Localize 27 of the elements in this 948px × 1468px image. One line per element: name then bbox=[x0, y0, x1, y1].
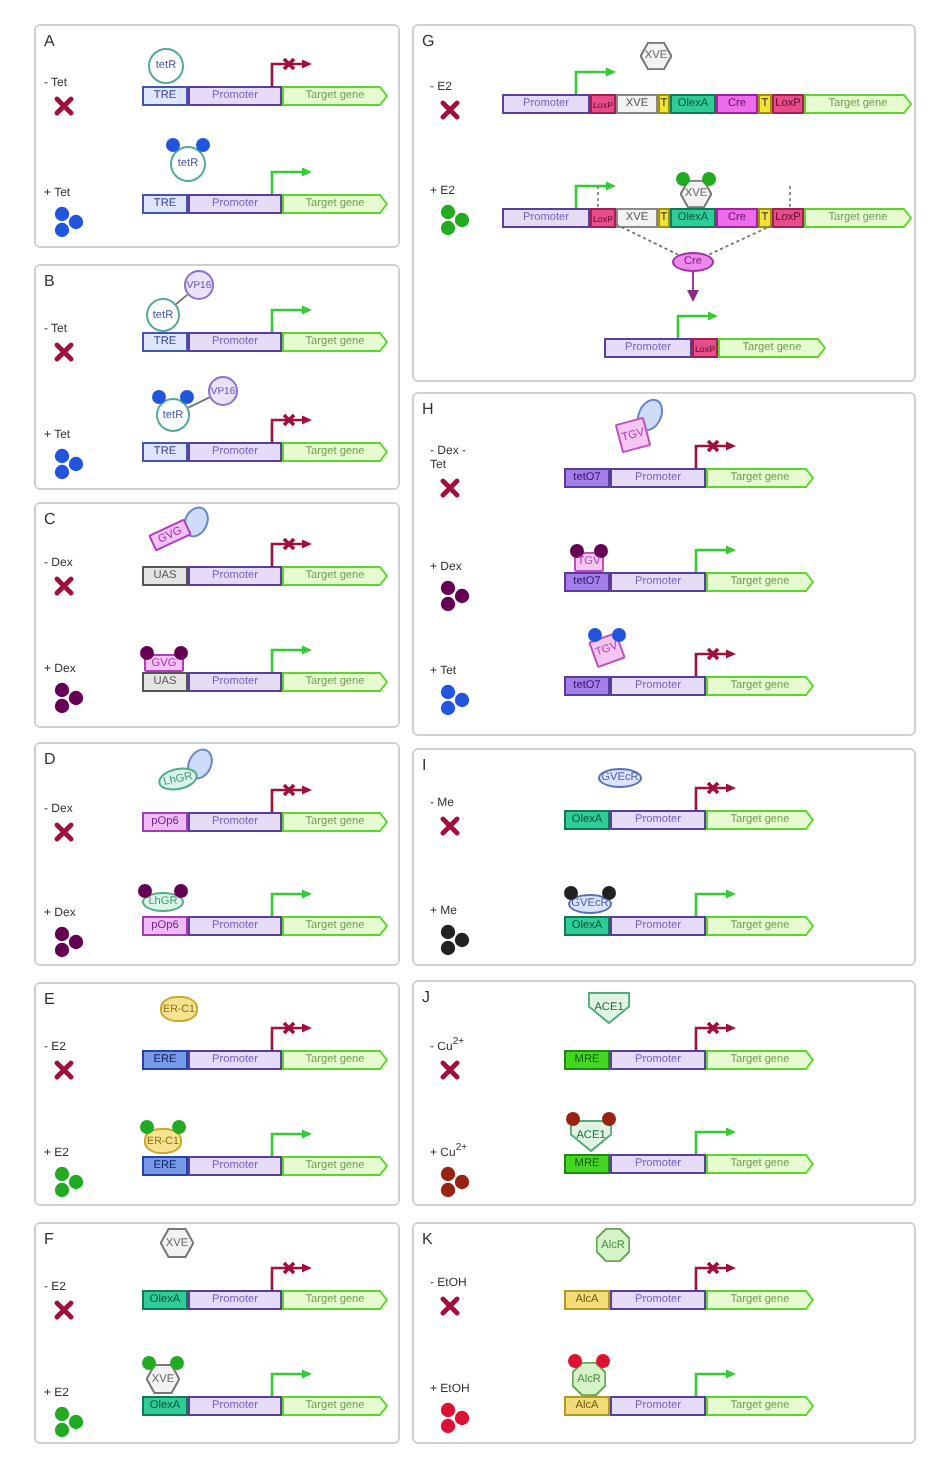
panel-letter: I bbox=[422, 756, 427, 774]
panel bbox=[412, 1222, 916, 1444]
panel bbox=[34, 24, 400, 248]
panel bbox=[34, 264, 400, 490]
panel-letter: H bbox=[422, 400, 434, 418]
dotted-line bbox=[615, 223, 680, 256]
panel-letter: A bbox=[44, 32, 55, 50]
connector-line bbox=[175, 293, 189, 306]
panel bbox=[34, 1222, 400, 1444]
connector-line bbox=[187, 396, 211, 409]
arrow bbox=[687, 271, 699, 302]
panel-letter: J bbox=[422, 988, 430, 1006]
panel-letter: G bbox=[422, 32, 435, 50]
panel bbox=[412, 748, 916, 966]
panel bbox=[412, 24, 916, 382]
panel bbox=[34, 502, 400, 728]
panel-letter: F bbox=[44, 1230, 54, 1248]
panel-letter: D bbox=[44, 750, 56, 768]
panel-letter: E bbox=[44, 990, 55, 1008]
panel-letter: K bbox=[422, 1230, 433, 1248]
panel-letter: B bbox=[44, 272, 55, 290]
dotted-line bbox=[707, 224, 773, 256]
panel bbox=[412, 392, 916, 736]
panel bbox=[412, 980, 916, 1206]
panel-letter: C bbox=[44, 510, 56, 528]
panel bbox=[34, 742, 400, 966]
panel bbox=[34, 982, 400, 1206]
